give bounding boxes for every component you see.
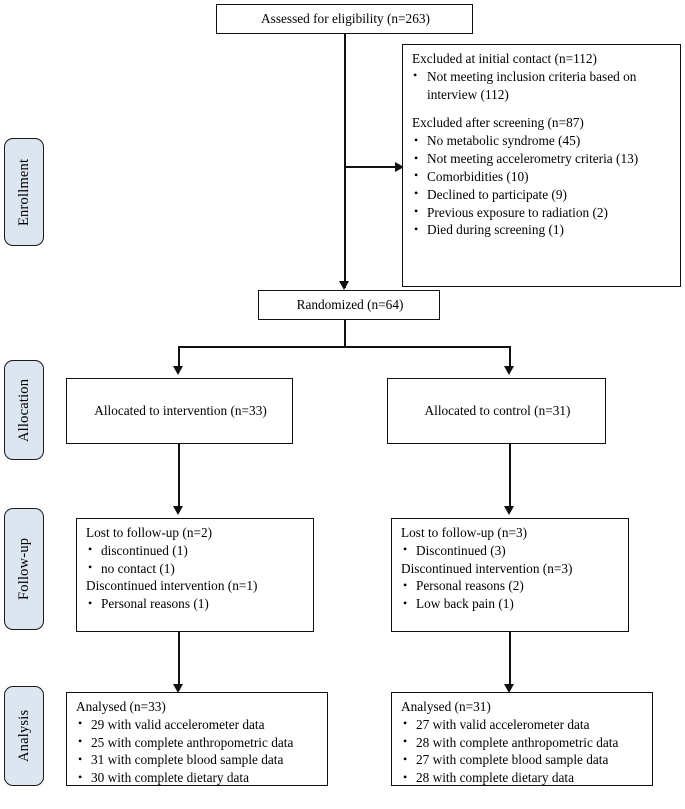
connector-split-right xyxy=(509,346,511,370)
excluded-initial-list: Not meeting inclusion criteria based on … xyxy=(412,67,673,104)
analysis-intervention-list: 29 with valid accelerometer data 25 with… xyxy=(76,715,320,787)
analysis-intervention-title: Analysed (n=33) xyxy=(76,699,166,714)
list-item: 31 with complete blood sample data xyxy=(76,751,320,769)
phase-label-allocation-text: Allocation xyxy=(16,378,32,442)
list-item: No metabolic syndrome (45) xyxy=(412,132,673,150)
arrow-into-followup-intervention xyxy=(173,506,183,515)
connector-followup-to-analysis-left xyxy=(178,632,180,690)
allocated-control-text: Allocated to control (n=31) xyxy=(424,403,571,419)
phase-label-analysis: Analysis xyxy=(4,686,44,786)
list-item: Not meeting accelerometry criteria (13) xyxy=(412,150,673,168)
box-allocated-intervention: Allocated to intervention (n=33) xyxy=(66,378,293,444)
arrow-into-followup-control xyxy=(504,506,514,515)
connector-to-excluded xyxy=(345,166,396,168)
followup-control-lost-list: Discontinued (3) xyxy=(401,541,621,560)
connector-split-left xyxy=(178,346,180,370)
list-item: 29 with valid accelerometer data xyxy=(76,715,320,734)
list-item: discontinued (1) xyxy=(86,541,306,560)
arrow-into-allocation-control xyxy=(504,366,514,375)
arrow-into-randomized xyxy=(339,281,349,290)
box-analysis-control: Analysed (n=31) 27 with valid accelerome… xyxy=(391,692,653,786)
spacer xyxy=(412,103,673,114)
list-item: Personal reasons (2) xyxy=(401,577,621,595)
box-assessed-for-eligibility: Assessed for eligibility (n=263) xyxy=(216,4,473,34)
list-item: Declined to participate (9) xyxy=(412,185,673,204)
phase-label-allocation: Allocation xyxy=(4,360,44,460)
excluded-screening-title: Excluded after screening (n=87) xyxy=(412,115,584,131)
list-item: no contact (1) xyxy=(86,559,306,578)
list-item: Not meeting inclusion criteria based on … xyxy=(412,67,673,104)
followup-control-lost-title: Lost to follow-up (n=3) xyxy=(401,525,528,540)
randomized-title: Randomized (n=64) xyxy=(296,297,404,313)
followup-intervention-lost-list: discontinued (1) no contact (1) xyxy=(86,541,306,578)
arrow-into-analysis-intervention xyxy=(173,684,183,693)
list-item: Personal reasons (1) xyxy=(86,595,306,613)
phase-label-followup-text: Follow-up xyxy=(16,537,32,601)
connector-assessed-to-randomized xyxy=(344,33,346,288)
connector-allocation-split xyxy=(178,346,510,348)
analysis-control-title: Analysed (n=31) xyxy=(401,699,491,714)
excluded-initial-title: Excluded at initial contact (n=112) xyxy=(412,51,597,66)
list-item: 27 with valid accelerometer data xyxy=(401,715,645,734)
followup-intervention-lost-title: Lost to follow-up (n=2) xyxy=(86,525,213,540)
connector-allocation-to-followup-right xyxy=(509,444,511,512)
followup-control-disc-title: Discontinued intervention (n=3) xyxy=(401,560,573,576)
followup-intervention-disc-title: Discontinued intervention (n=1) xyxy=(86,578,258,594)
arrow-into-allocation-intervention xyxy=(173,366,183,375)
assessed-title: Assessed for eligibility (n=263) xyxy=(261,11,430,27)
phase-label-enrollment-text: Enrollment xyxy=(16,158,32,226)
followup-control-disc-list: Personal reasons (2) Low back pain (1) xyxy=(401,577,621,613)
list-item: 25 with complete anthropometric data xyxy=(76,733,320,752)
phase-label-analysis-text: Analysis xyxy=(16,709,32,763)
list-item: Comorbidities (10) xyxy=(412,167,673,186)
box-followup-control: Lost to follow-up (n=3) Discontinued (3)… xyxy=(391,518,629,632)
list-item: 27 with complete blood sample data xyxy=(401,751,645,769)
connector-randomized-down xyxy=(344,320,346,347)
box-analysis-intervention: Analysed (n=33) 29 with valid accelerome… xyxy=(66,692,328,786)
arrow-into-excluded xyxy=(395,162,404,172)
box-randomized: Randomized (n=64) xyxy=(258,290,440,320)
excluded-screening-list: No metabolic syndrome (45) Not meeting a… xyxy=(412,132,673,239)
box-allocated-control: Allocated to control (n=31) xyxy=(387,378,606,444)
phase-label-enrollment: Enrollment xyxy=(4,138,44,246)
allocated-intervention-text: Allocated to intervention (n=33) xyxy=(94,403,267,419)
list-item: 30 with complete dietary data xyxy=(76,769,320,787)
list-item: Discontinued (3) xyxy=(401,541,621,560)
followup-intervention-disc-list: Personal reasons (1) xyxy=(86,595,306,613)
list-item: Low back pain (1) xyxy=(401,595,621,613)
connector-allocation-to-followup-left xyxy=(178,444,180,512)
list-item: Died during screening (1) xyxy=(412,221,673,239)
box-excluded: Excluded at initial contact (n=112) Not … xyxy=(402,44,681,287)
list-item: Previous exposure to radiation (2) xyxy=(412,203,673,222)
arrow-into-analysis-control xyxy=(504,684,514,693)
list-item: 28 with complete dietary data xyxy=(401,769,645,787)
phase-label-followup: Follow-up xyxy=(4,508,44,630)
connector-followup-to-analysis-right xyxy=(509,632,511,690)
box-followup-intervention: Lost to follow-up (n=2) discontinued (1)… xyxy=(76,518,314,632)
list-item: 28 with complete anthropometric data xyxy=(401,733,645,752)
analysis-control-list: 27 with valid accelerometer data 28 with… xyxy=(401,715,645,787)
